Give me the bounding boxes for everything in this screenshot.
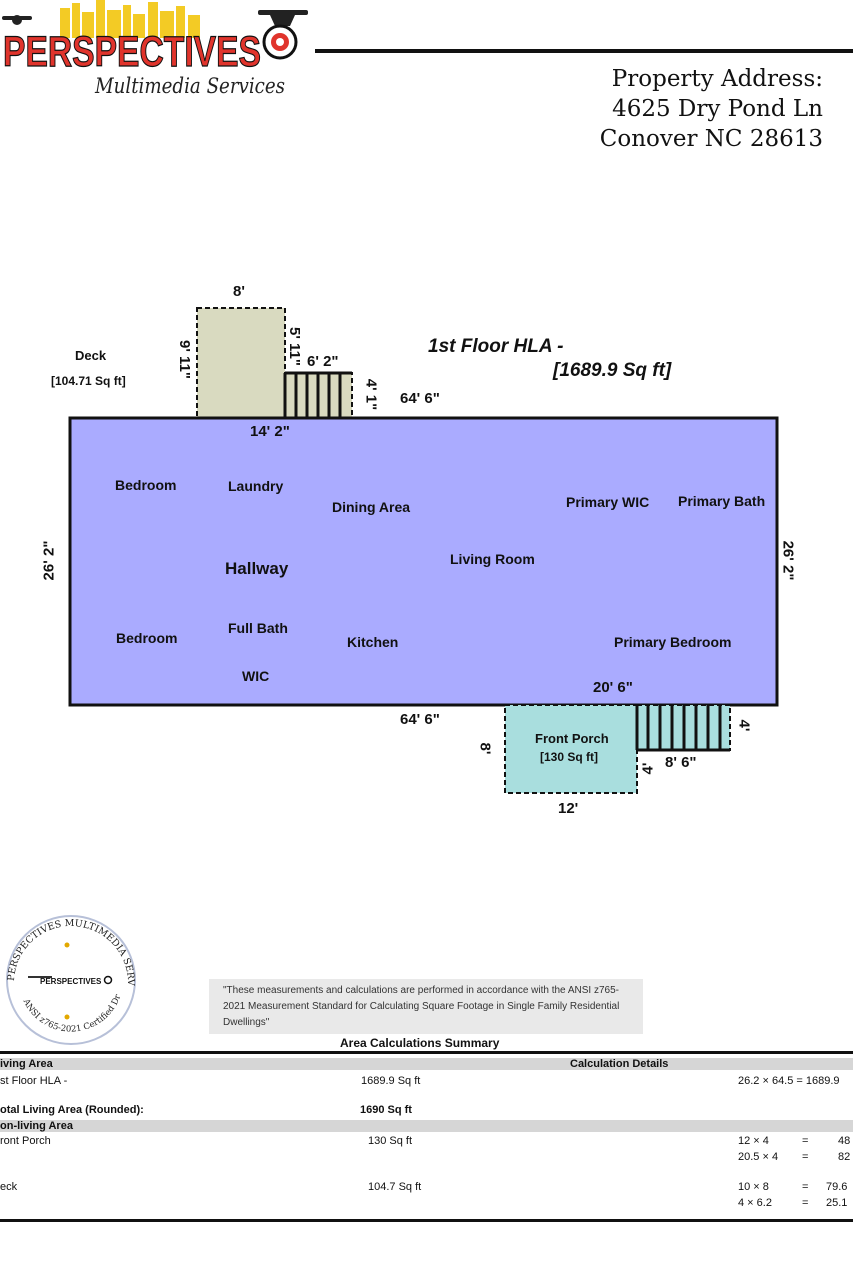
porch-row-name: ront Porch: [0, 1135, 51, 1147]
hla-area-title: [1689.9 Sq ft]: [553, 360, 672, 381]
summary-bottom-rule: [0, 1219, 853, 1222]
dim-bottom-length: 64' 6": [400, 711, 440, 728]
porch-calc-1-eq: =: [802, 1135, 809, 1147]
room-kitchen: Kitchen: [347, 634, 399, 650]
dim-deck-step-side: 5' 11": [286, 326, 304, 367]
summary-top-rule: [0, 1051, 853, 1054]
dim-top-length: 64' 6": [400, 390, 440, 407]
dim-left-height: 26' 2": [40, 540, 58, 581]
porch-calc-2-val: 82: [838, 1151, 851, 1163]
dim-deck-base: 14' 2": [250, 423, 290, 440]
deck-row-value: 104.7 Sq ft: [368, 1181, 422, 1193]
address-label: Property Address:: [611, 66, 823, 92]
hla-area: [68, 416, 779, 707]
dim-porch-right: 4': [735, 719, 753, 732]
deck-step-lines: [283, 373, 342, 418]
nonliving-header: on-living Area: [0, 1120, 73, 1132]
hla-title: 1st Floor HLA -: [428, 336, 564, 357]
logo-brand: PERSPECTIVES: [3, 28, 261, 76]
porch-area-label: [130 Sq ft]: [540, 750, 599, 764]
porch-row-value: 130 Sq ft: [368, 1135, 413, 1147]
dim-porch-left: 8': [476, 742, 494, 755]
dim-porch-top: 20' 6": [593, 679, 633, 696]
ansi-disclaimer: "These measurements and calculations are…: [209, 979, 643, 1034]
deck-calc-1-expr: 10 × 8: [738, 1181, 769, 1193]
dim-deck-left: 9' 11": [176, 339, 194, 380]
room-wic: WIC: [242, 668, 270, 684]
porch-calc-2-eq: =: [802, 1151, 809, 1163]
dim-porch-bottom: 12': [558, 800, 579, 817]
room-full-bath: Full Bath: [228, 620, 288, 636]
porch-area: [504, 704, 638, 794]
note-line-3: Dwellings": [223, 1017, 270, 1028]
note-line-1: "These measurements and calculations are…: [223, 985, 619, 996]
deck-calc-2-val: 25.1: [826, 1197, 848, 1209]
certification-seal: PERSPECTIVES MULTIMEDIA SERVICES ANSI z7…: [0, 905, 136, 1045]
calculation-details-header: Calculation Details: [570, 1058, 669, 1070]
header-divider: [315, 49, 853, 53]
deck-calc-2-eq: =: [802, 1197, 809, 1209]
living-area-header-bar: [0, 1058, 853, 1070]
room-laundry: Laundry: [228, 478, 284, 494]
dim-porch-step-depth: 4': [639, 762, 657, 775]
floor-plan-drawing: [68, 307, 779, 794]
address-street: 4625 Dry Pond Ln: [612, 96, 823, 122]
deck-calc-1-eq: =: [802, 1181, 809, 1193]
porch-label: Front Porch: [535, 731, 609, 746]
room-primary-bedroom: Primary Bedroom: [614, 634, 732, 650]
deck-calc-1-val: 79.6: [826, 1181, 848, 1193]
room-living-room: Living Room: [450, 551, 535, 567]
dim-deck-step-width: 6' 2": [307, 353, 339, 370]
deck-row-name: eck: [0, 1181, 18, 1193]
room-dining-area: Dining Area: [332, 499, 411, 515]
dim-deck-step-depth: 4' 1": [362, 378, 380, 411]
note-line-2: 2021 Measurement Standard for Calculatin…: [223, 1001, 620, 1012]
porch-calc-1-val: 48: [838, 1135, 851, 1147]
dim-deck-top: 8': [233, 283, 245, 300]
room-bedroom-1: Bedroom: [115, 477, 177, 493]
deck-area-label: [104.71 Sq ft]: [51, 374, 126, 388]
deck-calc-2-expr: 4 × 6.2: [738, 1197, 772, 1209]
summary-title: Area Calculations Summary: [340, 1036, 500, 1050]
company-logo: PERSPECTIVES Multimedia Services: [2, 0, 308, 98]
property-address: Property Address: 4625 Dry Pond Ln Conov…: [600, 64, 823, 154]
hla-row-name: st Floor HLA -: [0, 1075, 68, 1087]
dim-porch-step-width: 8' 6": [665, 754, 697, 771]
deck-label: Deck: [75, 348, 107, 363]
room-primary-wic: Primary WIC: [566, 494, 650, 510]
living-area-header: iving Area: [0, 1058, 53, 1070]
hla-row-value: 1689.9 Sq ft: [361, 1075, 421, 1087]
porch-calc-2-expr: 20.5 × 4: [738, 1151, 779, 1163]
porch-calc-1-expr: 12 × 4: [738, 1135, 769, 1147]
room-bedroom-2: Bedroom: [116, 630, 178, 646]
dim-right-height: 26' 2": [779, 540, 797, 581]
address-city: Conover NC 28613: [599, 126, 823, 152]
seal-logo-text: PERSPECTIVES: [40, 977, 102, 986]
nonliving-header-bar: [0, 1120, 853, 1132]
total-row-name: otal Living Area (Rounded):: [0, 1104, 144, 1116]
deck-area: [196, 307, 286, 419]
porch-step-lines: [635, 705, 722, 750]
hla-row-calc: 26.2 × 64.5 = 1689.9: [738, 1075, 840, 1087]
logo-tagline: Multimedia Services: [94, 74, 285, 98]
room-hallway: Hallway: [225, 559, 289, 578]
room-primary-bath: Primary Bath: [678, 493, 766, 509]
total-row-value: 1690 Sq ft: [360, 1104, 412, 1116]
